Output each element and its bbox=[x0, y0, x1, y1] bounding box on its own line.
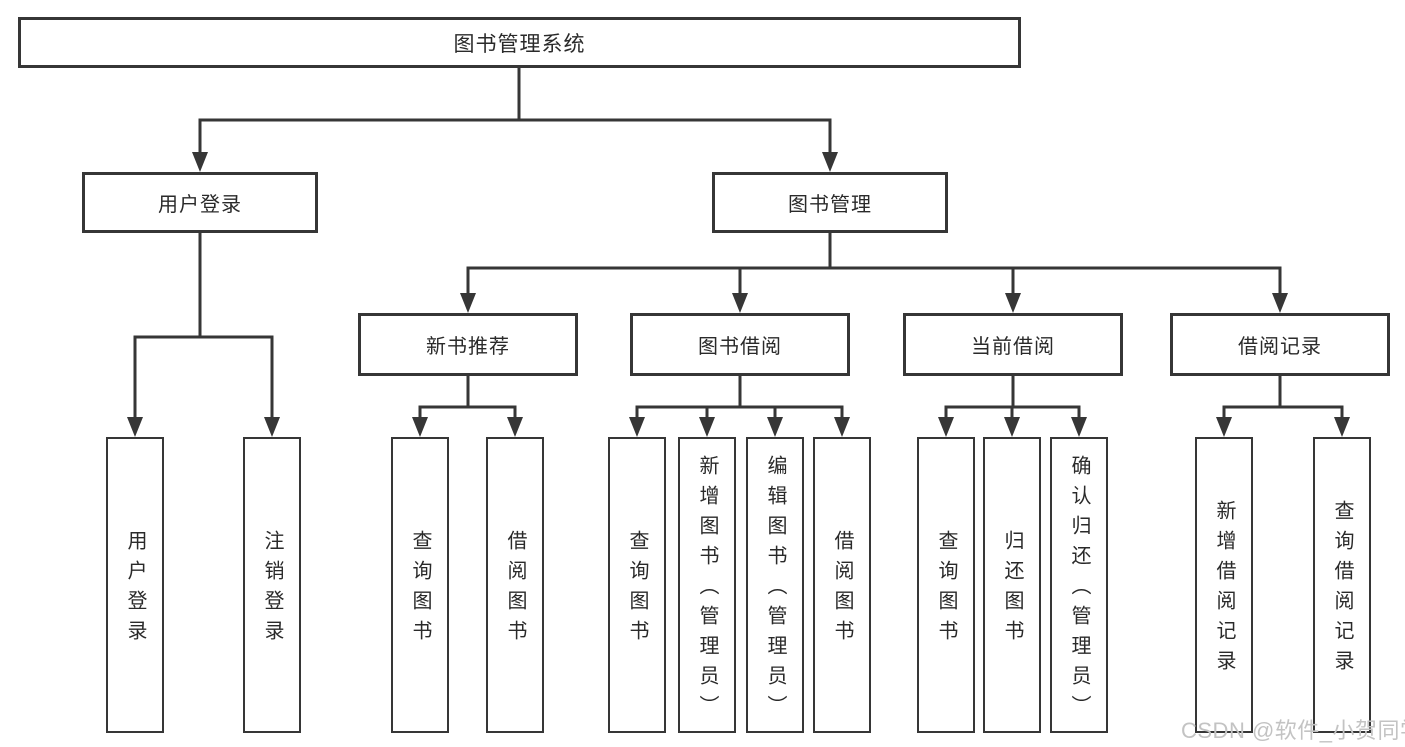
node-new-book-recommend-label: 新书推荐 bbox=[426, 336, 510, 358]
leaf-confirm-return-admin: 确认归还（管理员） bbox=[1050, 437, 1108, 733]
node-borrow-records: 借阅记录 bbox=[1170, 313, 1390, 376]
leaf-edit-books-admin-label: 编辑图书（管理员） bbox=[764, 455, 786, 725]
node-book-management: 图书管理 bbox=[712, 172, 948, 233]
leaf-user-login: 用户登录 bbox=[106, 437, 164, 733]
node-user-login-label: 用户登录 bbox=[158, 194, 242, 216]
leaf-confirm-return-admin-label: 确认归还（管理员） bbox=[1068, 455, 1090, 725]
node-current-borrow: 当前借阅 bbox=[903, 313, 1123, 376]
leaf-borrow-books-label: 借阅图书 bbox=[831, 530, 853, 650]
node-root-label: 图书管理系统 bbox=[453, 32, 586, 56]
node-root: 图书管理系统 bbox=[18, 17, 1021, 68]
leaf-return-books-label: 归还图书 bbox=[1001, 530, 1023, 650]
leaf-add-borrow-record-label: 新增借阅记录 bbox=[1213, 500, 1235, 680]
leaf-query-borrow-record: 查询借阅记录 bbox=[1313, 437, 1371, 733]
leaf-query-books-current-label: 查询图书 bbox=[935, 530, 957, 650]
leaf-add-books-admin: 新增图书（管理员） bbox=[678, 437, 736, 733]
node-new-book-recommend: 新书推荐 bbox=[358, 313, 578, 376]
leaf-logout-label: 注销登录 bbox=[261, 530, 283, 650]
node-book-management-label: 图书管理 bbox=[788, 194, 872, 216]
leaf-user-login-label: 用户登录 bbox=[124, 530, 146, 650]
node-book-borrow: 图书借阅 bbox=[630, 313, 850, 376]
watermark: CSDN @软件_小贺同学 bbox=[1181, 718, 1405, 743]
leaf-query-books-borrow-label: 查询图书 bbox=[626, 530, 648, 650]
node-book-borrow-label: 图书借阅 bbox=[698, 336, 782, 358]
node-current-borrow-label: 当前借阅 bbox=[971, 336, 1055, 358]
node-borrow-records-label: 借阅记录 bbox=[1238, 336, 1322, 358]
leaf-add-books-admin-label: 新增图书（管理员） bbox=[696, 455, 718, 725]
leaf-borrow-books-recommend-label: 借阅图书 bbox=[504, 530, 526, 650]
node-user-login: 用户登录 bbox=[82, 172, 318, 233]
leaf-query-books-current: 查询图书 bbox=[917, 437, 975, 733]
leaf-borrow-books-recommend: 借阅图书 bbox=[486, 437, 544, 733]
leaf-logout: 注销登录 bbox=[243, 437, 301, 733]
leaf-query-books-borrow: 查询图书 bbox=[608, 437, 666, 733]
leaf-borrow-books: 借阅图书 bbox=[813, 437, 871, 733]
leaf-add-borrow-record: 新增借阅记录 bbox=[1195, 437, 1253, 733]
leaf-query-books-recommend: 查询图书 bbox=[391, 437, 449, 733]
leaf-query-borrow-record-label: 查询借阅记录 bbox=[1331, 500, 1353, 680]
leaf-return-books: 归还图书 bbox=[983, 437, 1041, 733]
leaf-query-books-recommend-label: 查询图书 bbox=[409, 530, 431, 650]
leaf-edit-books-admin: 编辑图书（管理员） bbox=[746, 437, 804, 733]
